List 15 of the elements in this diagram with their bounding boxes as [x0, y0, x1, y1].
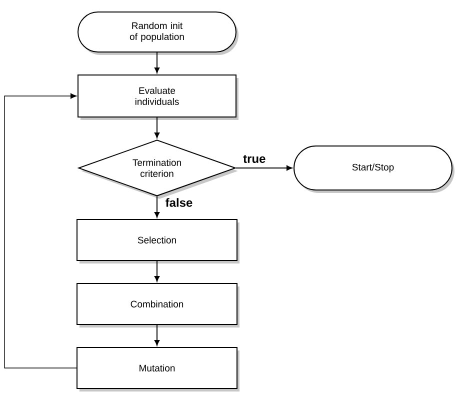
arrow: [154, 52, 160, 74]
arrow: [154, 324, 160, 346]
start-terminal: Random init of population: [78, 12, 238, 55]
arrow: [154, 260, 160, 282]
edge-label: false: [166, 198, 192, 207]
arrow: [154, 117, 160, 138]
end-terminal: Start/Stop: [294, 146, 454, 193]
arrow: [154, 196, 160, 218]
arrow: [4, 93, 77, 368]
process-box: Mutation: [76, 346, 240, 392]
edge-label: true: [243, 155, 266, 163]
process-box: Selection: [76, 219, 240, 264]
arrow: [236, 165, 292, 171]
process-box: Evaluate individuals: [78, 74, 238, 120]
process-box: Combination: [76, 282, 240, 328]
